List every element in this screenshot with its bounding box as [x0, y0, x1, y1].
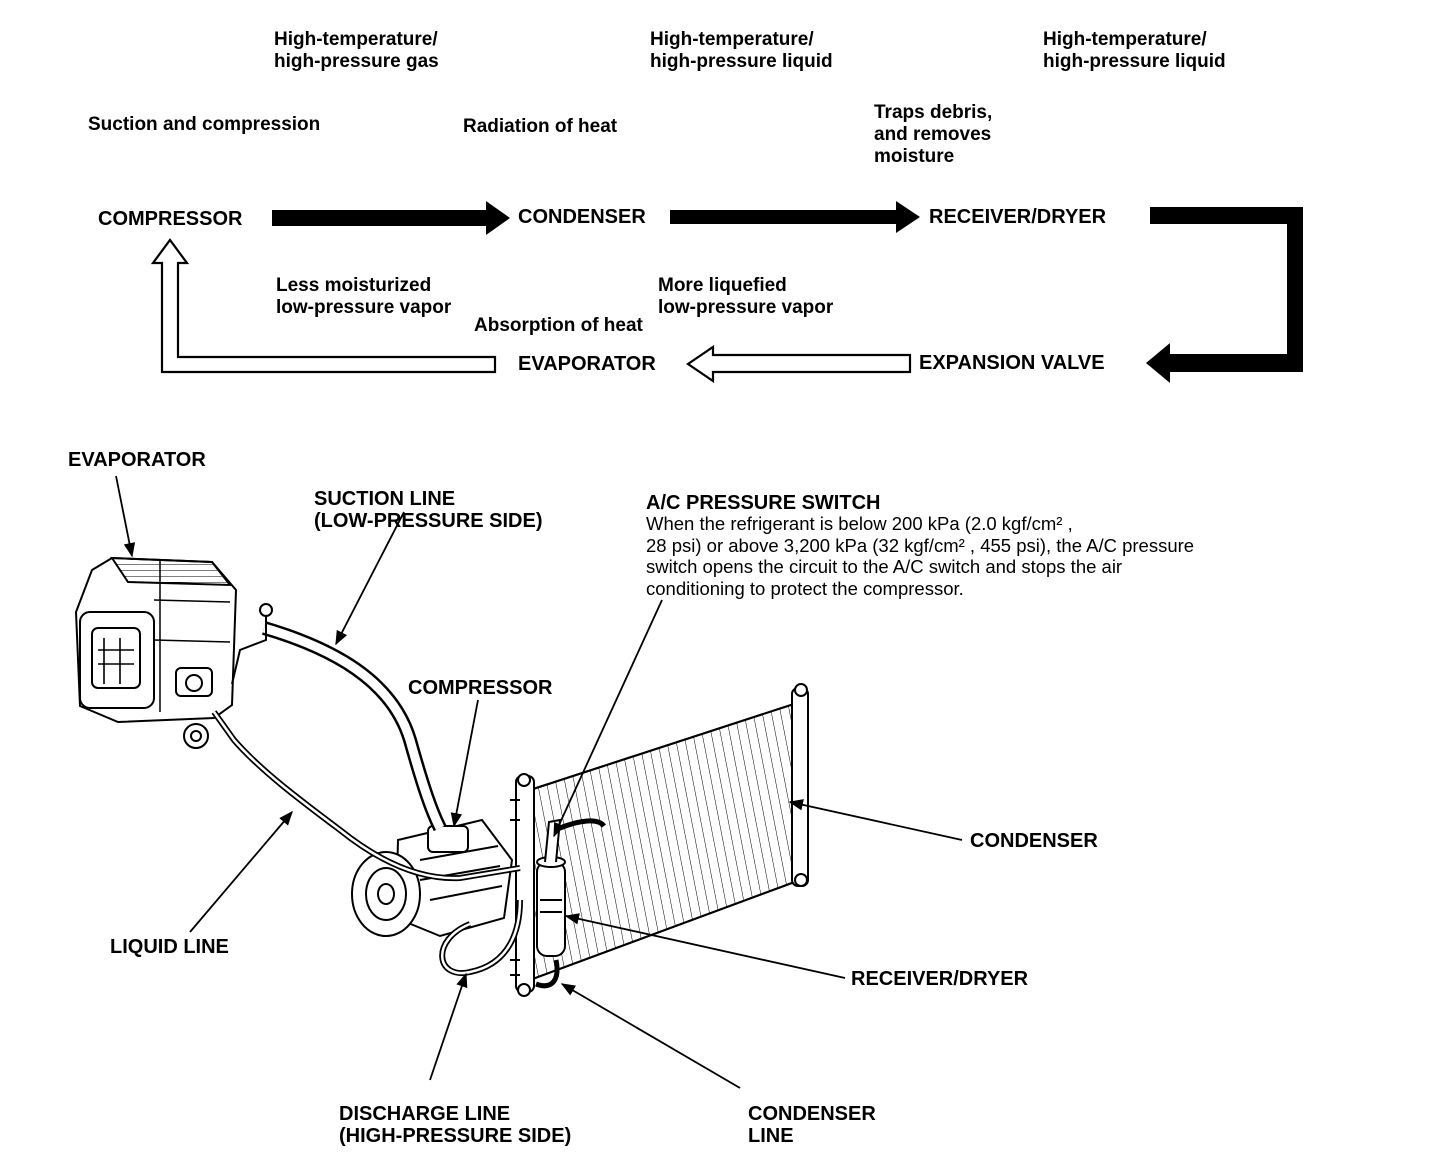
- leader-receiver-dryer: [564, 913, 846, 979]
- label-compressor: COMPRESSOR: [408, 677, 553, 699]
- condenser-unit: [510, 683, 809, 997]
- arrow-receiver-to-expansion: [1146, 207, 1303, 383]
- leader-condenser: [788, 799, 963, 841]
- state-hot-liquid-1: High-temperature/high-pressure liquid: [650, 29, 833, 72]
- refrigerant-lines: [211, 603, 606, 989]
- leader-condenser-line: [560, 983, 741, 1089]
- flow-arrows: [150, 201, 1303, 384]
- evaporator-unit: [74, 556, 238, 749]
- leader-compressor: [450, 699, 479, 828]
- arrow-expansion-to-evaporator: [686, 344, 912, 384]
- label-receiver-dryer: RECEIVER/DRYER: [851, 968, 1029, 990]
- flow-expansion-valve: EXPANSION VALVE: [919, 352, 1105, 374]
- arrow-evaporator-to-compressor: [150, 238, 497, 374]
- arrow-compressor-to-condenser: [272, 201, 510, 235]
- flow-condenser: CONDENSER: [518, 206, 646, 228]
- function-absorption: Absorption of heat: [474, 315, 643, 336]
- label-discharge-line: DISCHARGE LINE(HIGH-PRESSURE SIDE): [339, 1103, 572, 1147]
- receiver-dryer-unit: [536, 818, 566, 957]
- function-suction: Suction and compression: [88, 114, 321, 135]
- pressure-switch-description: When the refrigerant is below 200 kPa (2…: [646, 513, 1195, 599]
- pressure-switch-title: A/C PRESSURE SWITCH: [646, 492, 881, 514]
- leader-liquid-line: [189, 810, 293, 933]
- leader-discharge-line: [429, 972, 468, 1081]
- label-liquid-line: LIQUID LINE: [110, 936, 229, 958]
- flow-compressor: COMPRESSOR: [98, 208, 243, 230]
- state-hot-gas: High-temperature/high-pressure gas: [274, 29, 439, 72]
- flow-evaporator: EVAPORATOR: [518, 353, 656, 375]
- compressor-unit: [351, 818, 514, 938]
- arrow-condenser-to-receiver: [670, 201, 920, 233]
- flow-receiver-dryer: RECEIVER/DRYER: [929, 206, 1107, 228]
- leader-pressure-switch: [553, 599, 663, 838]
- label-evaporator: EVAPORATOR: [68, 449, 206, 471]
- leader-evaporator: [115, 475, 136, 558]
- state-hot-liquid-2: High-temperature/high-pressure liquid: [1043, 29, 1226, 72]
- label-condenser: CONDENSER: [970, 830, 1098, 852]
- function-radiation: Radiation of heat: [463, 116, 618, 137]
- label-suction-line: SUCTION LINE(LOW-PRESSURE SIDE): [314, 488, 543, 532]
